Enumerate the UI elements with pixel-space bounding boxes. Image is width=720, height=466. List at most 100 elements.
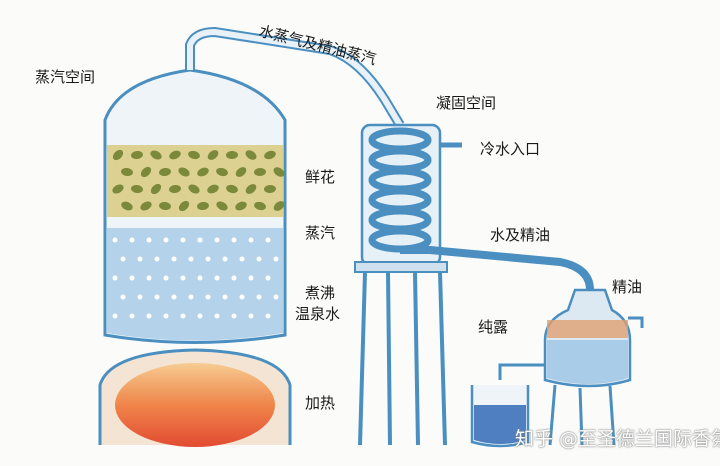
bubble (180, 237, 186, 243)
bubble (112, 275, 118, 281)
flower-bud (112, 184, 124, 194)
flower-bud (197, 201, 209, 211)
bubble (120, 294, 126, 300)
label-condense-space: 凝固空间 (436, 94, 497, 112)
bubble (112, 313, 118, 319)
bubble (231, 313, 237, 319)
flower-bud (121, 201, 133, 211)
bubble (146, 313, 152, 319)
label-steam-space: 蒸汽空间 (35, 68, 96, 86)
bubble (188, 256, 194, 262)
label-cold-water-inlet: 冷水入口 (480, 140, 541, 158)
bubble (163, 275, 169, 281)
bubble (205, 256, 211, 262)
bubble (248, 313, 254, 319)
flower-bud (131, 184, 143, 194)
label-boiling: 煮沸 (305, 284, 336, 302)
flower-bud (226, 184, 238, 194)
bubble (154, 294, 160, 300)
bubble (180, 313, 186, 319)
flower-bud (235, 167, 247, 177)
flower-bud (150, 183, 162, 195)
bubble (197, 275, 203, 281)
label-essential-oil: 精油 (612, 278, 643, 296)
flower-bud (159, 201, 171, 211)
bubble (129, 313, 135, 319)
bubble (163, 313, 169, 319)
flower-bud (159, 167, 171, 177)
bubble (265, 237, 271, 243)
bubble (231, 237, 237, 243)
bubble (273, 256, 279, 262)
bubble (188, 294, 194, 300)
bubble (256, 294, 262, 300)
flower-bud (207, 150, 219, 160)
bubbles (112, 237, 279, 319)
oil-tap (628, 316, 644, 328)
water-layer (547, 340, 628, 384)
bubble (214, 275, 220, 281)
bubble (239, 256, 245, 262)
flower-bud (121, 167, 133, 177)
oil-layer (547, 320, 628, 338)
flower-bud (197, 167, 209, 177)
flower-bud (264, 150, 276, 160)
label-heating: 加热 (305, 394, 336, 412)
bubble (163, 237, 169, 243)
flower-bud (245, 150, 257, 160)
coil (368, 127, 432, 253)
bubble (214, 237, 220, 243)
flower-bud (235, 201, 247, 211)
flower-bud (178, 167, 190, 177)
bubble (222, 294, 228, 300)
bubble (129, 275, 135, 281)
fire (115, 363, 275, 447)
bubble (222, 256, 228, 262)
flower-bud (188, 150, 200, 160)
bubble (248, 237, 254, 243)
bubble (137, 294, 143, 300)
flower-bud (140, 166, 152, 178)
flower-buds (112, 149, 285, 212)
bubble (205, 294, 211, 300)
bubble (120, 256, 126, 262)
flower-bud (178, 200, 190, 212)
bubble (146, 237, 152, 243)
flower-bud (169, 184, 181, 194)
hydrosol-liquid (474, 405, 526, 444)
flower-bud (254, 201, 266, 211)
flower-bud (188, 184, 200, 194)
label-steam: 蒸汽 (305, 224, 336, 242)
flower-bud (150, 150, 162, 160)
flower-bud (112, 149, 124, 161)
condenser-base (354, 261, 448, 273)
bubble (171, 256, 177, 262)
bubble (137, 256, 143, 262)
bubble (265, 313, 271, 319)
watermark: 知乎 @至圣德兰国际香氛 (515, 428, 720, 450)
flower-bud (216, 167, 228, 177)
flower-bud (207, 184, 219, 194)
bubble (256, 256, 262, 262)
bubble (197, 313, 203, 319)
flower-bud (216, 201, 228, 211)
label-water-oil: 水及精油 (490, 226, 551, 244)
flower-bud (169, 150, 181, 160)
label-spring-water: 温泉水 (295, 305, 341, 323)
label-hydrosol: 纯露 (478, 318, 509, 336)
flower-bud (254, 167, 266, 177)
bubble (129, 237, 135, 243)
outlet-pipe (400, 246, 594, 291)
flower-bud (245, 184, 257, 194)
bubble (248, 275, 254, 281)
flower-bud (131, 150, 143, 160)
flower-bud (140, 201, 152, 211)
flower-bud (273, 167, 285, 177)
bubble (231, 275, 237, 281)
bubble (180, 275, 186, 281)
flower-bud (264, 184, 276, 194)
hydrosol-tap (498, 363, 545, 380)
bubble (171, 294, 177, 300)
flower-bud (226, 150, 238, 160)
